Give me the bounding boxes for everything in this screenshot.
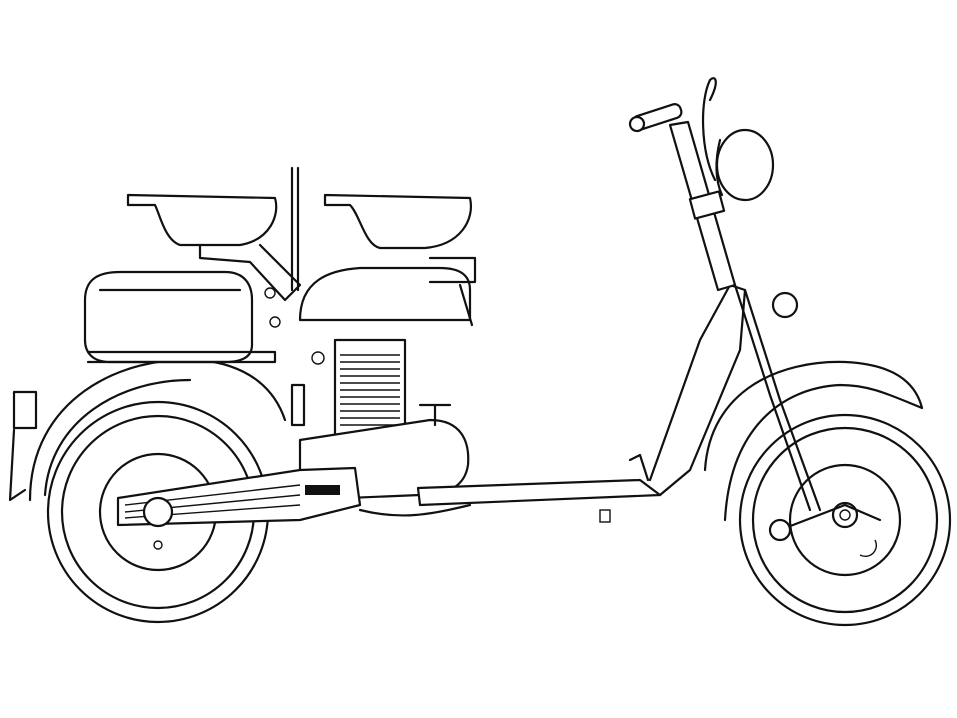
- rear-reflector: [12, 390, 38, 430]
- handlebar: [628, 103, 683, 133]
- luggage-box: [83, 270, 254, 364]
- drive-badge: [305, 485, 340, 495]
- front-fender: [703, 360, 924, 522]
- grab-post: [290, 166, 300, 292]
- headlight: [715, 128, 775, 202]
- drive-case: [116, 466, 362, 527]
- frame-tube: [648, 283, 747, 497]
- front-seat: [323, 193, 472, 250]
- body-cowl: [298, 266, 472, 322]
- front-wheel: [738, 413, 952, 627]
- horn: [771, 291, 799, 319]
- rear-seat: [126, 193, 278, 247]
